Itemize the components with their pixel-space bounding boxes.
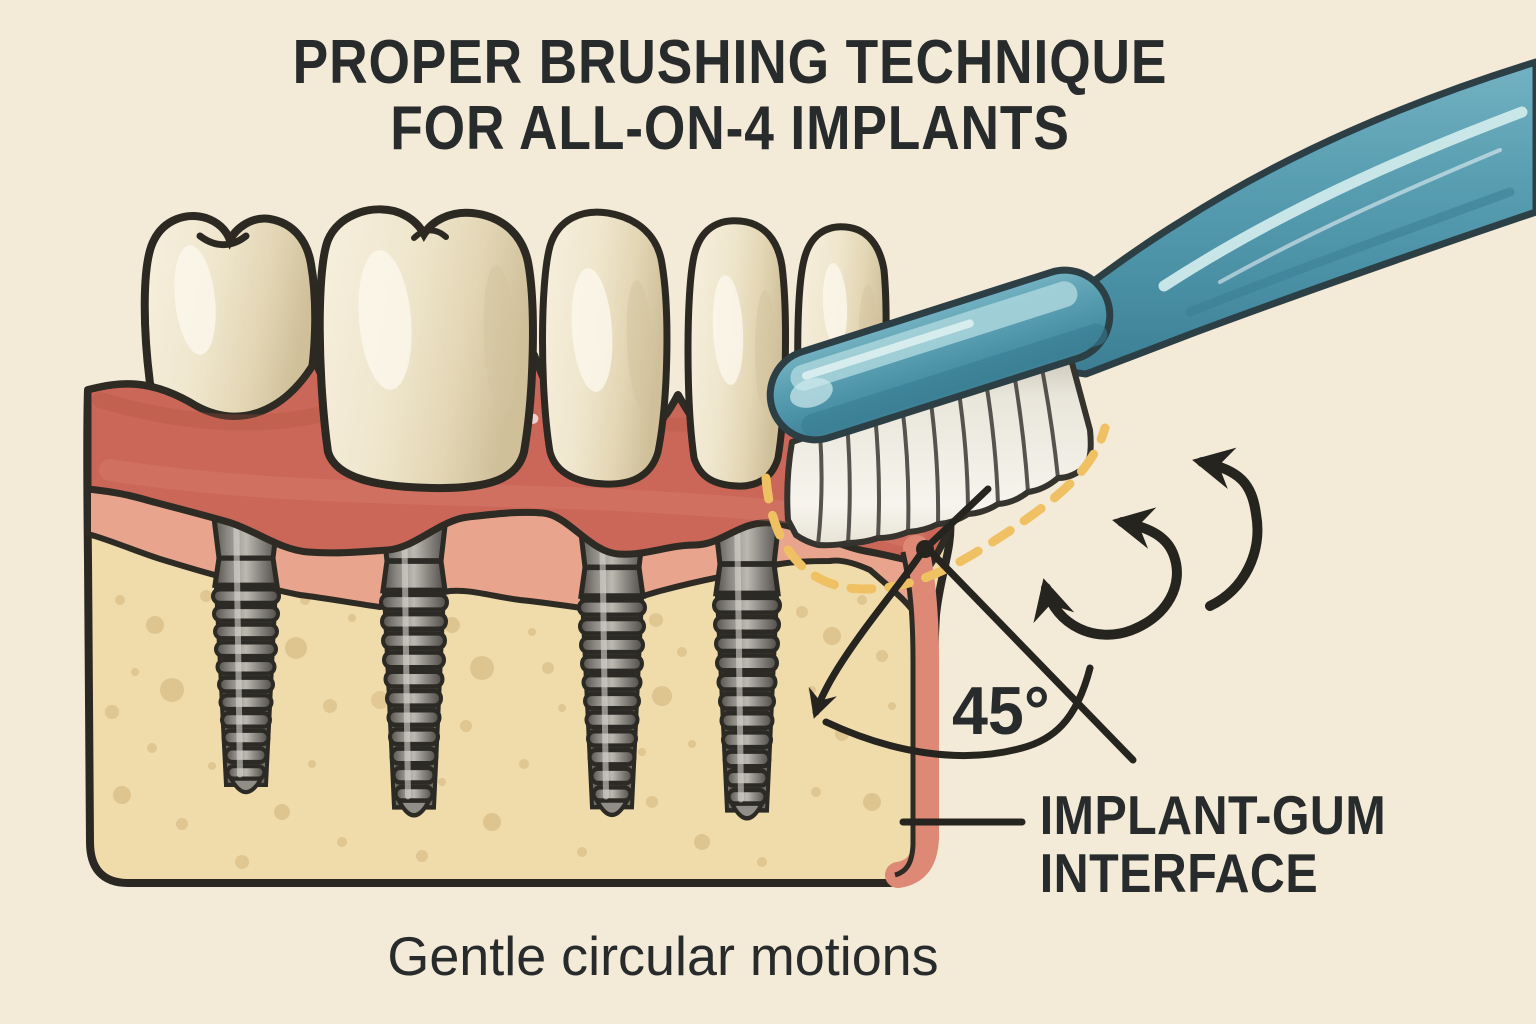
caption-text: Gentle circular motions: [387, 925, 939, 987]
tooth-4: [684, 217, 789, 490]
gum-surface-ray: [808, 548, 926, 719]
tooth-premolar-3: [539, 208, 671, 488]
circular-motion-arrow: [1033, 507, 1182, 640]
interface-label-line-2: INTERFACE: [1039, 842, 1319, 904]
interface-label-line-1: IMPLANT-GUM: [1039, 784, 1387, 846]
brush-axis-line: [924, 485, 992, 550]
tooth-molar-2: [315, 205, 537, 493]
toothbrush: [766, 58, 1536, 549]
page-title: PROPER BRUSHING TECHNIQUE FOR ALL-ON-4 I…: [0, 30, 1460, 162]
bone-speckles: [105, 580, 896, 869]
dental-implant: [212, 502, 280, 792]
circular-motion-arrows: [1033, 447, 1263, 640]
toothbrush-head: [766, 266, 1114, 444]
circular-motion-arrow: [1192, 447, 1263, 611]
caption: Gentle circular motions: [0, 924, 1326, 988]
toothbrush-handle: [1022, 58, 1536, 378]
title-line-2: FOR ALL-ON-4 IMPLANTS: [390, 94, 1070, 163]
title-line-1: PROPER BRUSHING TECHNIQUE: [292, 28, 1168, 97]
dental-implant: [713, 503, 781, 818]
angle-ray-line: [926, 547, 1137, 764]
interface-label: IMPLANT-GUM INTERFACE: [1023, 784, 1387, 904]
dashed-motion-path: [761, 423, 1110, 594]
interface-dot: [916, 540, 934, 558]
angle-arc: [822, 664, 1094, 759]
angle-label: 45°: [952, 673, 1050, 749]
angle-annotation: [808, 485, 1137, 764]
toothbrush-bristles: [784, 345, 1094, 549]
